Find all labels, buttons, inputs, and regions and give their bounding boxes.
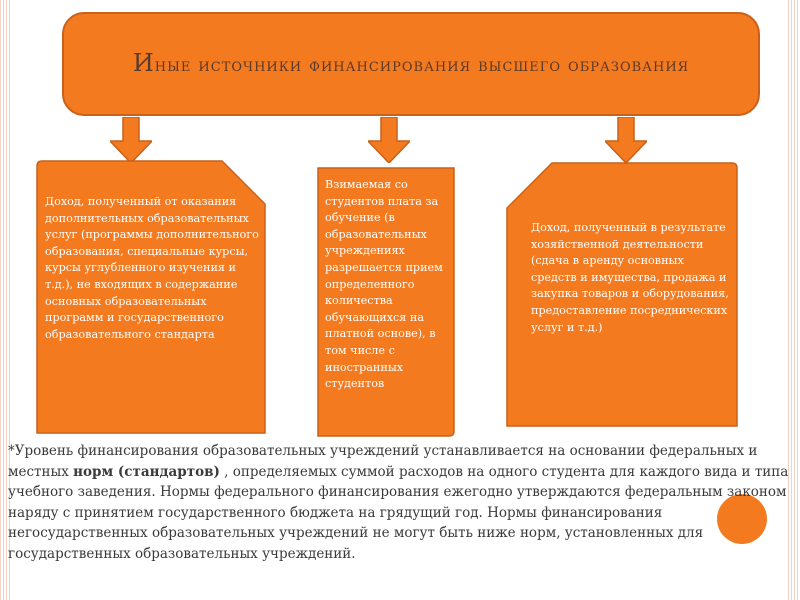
footnote-text-continued: , определяемых суммой расходов на одного… <box>8 463 789 562</box>
left-edge-decoration <box>0 0 12 600</box>
arrow-down-icon <box>605 117 647 163</box>
footnote-bold-term: норм (стандартов) <box>73 463 220 480</box>
arrow-down-icon <box>368 117 410 163</box>
diagram-title: Иные источники финансирования высшего об… <box>131 50 691 78</box>
card-text: Взимаемая со студентов плата за обучение… <box>325 178 443 391</box>
card-text: Доход, полученный в результате хозяйстве… <box>531 221 729 334</box>
title-first-letter: И <box>132 49 155 77</box>
title-rest: ные источники финансирования высшего обр… <box>154 54 690 76</box>
source-card-business-activity: Доход, полученный в результате хозяйстве… <box>506 162 738 427</box>
source-card-tuition-fee: Взимаемая со студентов плата за обучение… <box>317 167 455 437</box>
right-edge-decoration <box>788 0 800 600</box>
card-text: Доход, полученный от оказания дополнител… <box>45 195 259 341</box>
footnote: *Уровень финансирования образовательных … <box>8 441 800 565</box>
footnote-text: *Уровень финансирования образовательных … <box>8 443 758 480</box>
decorative-circle <box>717 494 767 544</box>
title-box: Иные источники финансирования высшего об… <box>62 12 760 116</box>
arrow-down-icon <box>110 117 152 163</box>
source-card-additional-services: Доход, полученный от оказания дополнител… <box>36 160 266 434</box>
